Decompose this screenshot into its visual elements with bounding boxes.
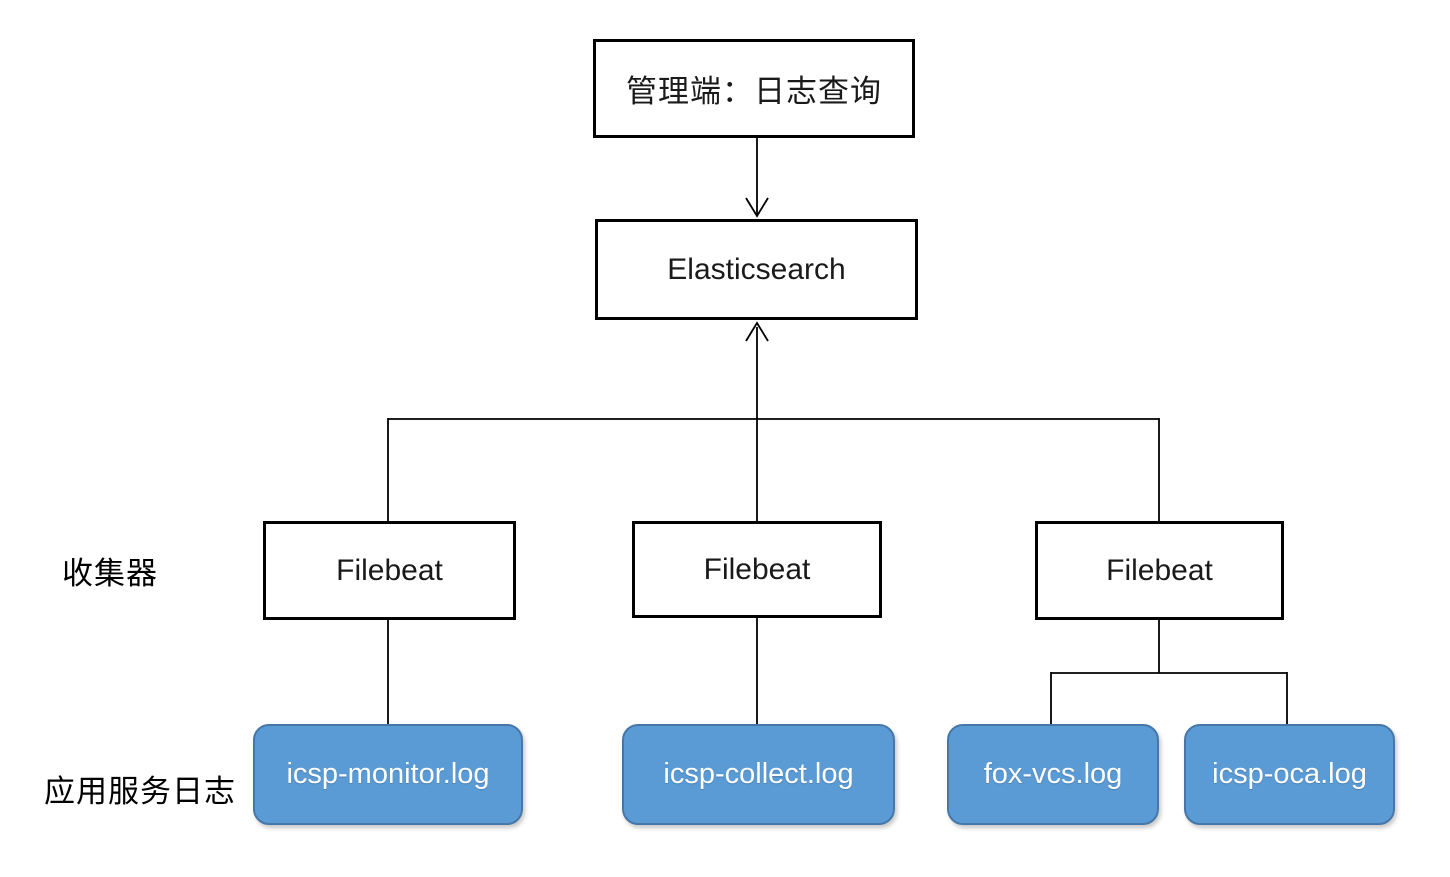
log-box-icsp-collect: icsp-collect.log (622, 724, 895, 825)
collectors-row-label: 收集器 (62, 556, 158, 591)
arrowhead-down-icon (745, 197, 769, 218)
log-box-fox-vcs: fox-vcs.log (947, 724, 1159, 825)
elasticsearch-box: Elasticsearch (595, 219, 918, 320)
app-logs-row-label: 应用服务日志 (44, 773, 236, 809)
log-box-icsp-oca: icsp-oca.log (1184, 724, 1395, 825)
arrowhead-up-icon (745, 321, 769, 342)
log-box-icsp-monitor: icsp-monitor.log (253, 724, 523, 825)
filebeat-box-middle: Filebeat (632, 521, 882, 618)
management-query-box: 管理端：日志查询 (593, 39, 915, 138)
filebeat-box-left: Filebeat (263, 521, 516, 620)
filebeat-box-right: Filebeat (1035, 521, 1284, 620)
